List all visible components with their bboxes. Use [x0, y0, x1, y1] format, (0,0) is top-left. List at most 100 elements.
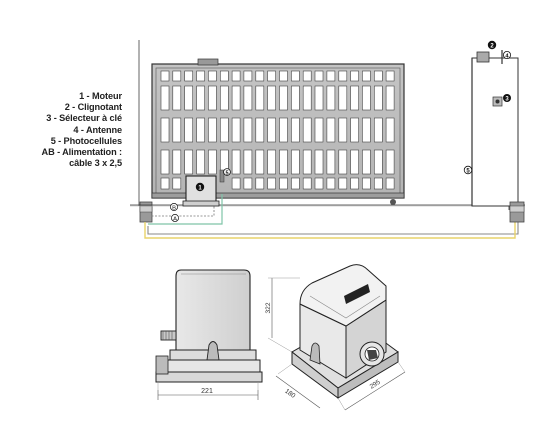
- gate-slot: [326, 177, 336, 190]
- legend-item-cable: câble 3 x 2,5: [69, 158, 122, 169]
- gate-slot: [385, 177, 395, 190]
- gate-slot: [373, 177, 383, 190]
- gate-slot: [326, 117, 336, 143]
- gate-slot: [184, 149, 193, 175]
- flasher-lamp: 2: [476, 40, 497, 63]
- legend-item-flasher: 2 - Clignotant: [64, 102, 122, 113]
- gate-slot: [373, 70, 383, 82]
- gate-slot: [196, 85, 205, 111]
- gate-slot: [362, 85, 371, 111]
- gate-slot: [373, 117, 383, 143]
- gate-guide-top: [197, 58, 219, 66]
- gate-slot: [314, 177, 324, 190]
- gate-slot: [267, 149, 276, 175]
- gate-slot: [220, 117, 229, 143]
- gate-slot: [385, 149, 395, 175]
- gate-slot: [243, 177, 253, 190]
- svg-text:B: B: [172, 205, 176, 211]
- gate-slot: [291, 149, 300, 175]
- gate-slot: [350, 85, 359, 111]
- gate-slot: [291, 177, 300, 190]
- svg-text:2: 2: [490, 43, 494, 49]
- gate-slot: [291, 70, 300, 82]
- motor-iso-view: 322 180 295: [265, 264, 406, 411]
- gate-slot: [220, 85, 229, 111]
- gate-slot: [231, 70, 241, 82]
- gate-slot: [362, 117, 371, 143]
- photocell-pillar: 5: [463, 165, 473, 174]
- gate-slot: [196, 117, 205, 143]
- cable-labels: B A: [170, 203, 179, 222]
- gate-slot: [184, 85, 193, 111]
- sliding-gate: [151, 58, 405, 205]
- gate-slot: [243, 85, 253, 111]
- svg-text:A: A: [173, 216, 177, 222]
- svg-text:1: 1: [198, 186, 202, 192]
- gate-slot: [231, 85, 241, 111]
- antenna: 4: [501, 50, 511, 64]
- gate-slot: [362, 70, 371, 82]
- dimension-height: 322: [265, 302, 272, 313]
- gate-slot: [208, 70, 217, 82]
- callout-motor: [195, 182, 205, 192]
- gate-slot: [314, 149, 324, 175]
- gate-slot: [279, 177, 288, 190]
- svg-text:5: 5: [466, 168, 470, 174]
- legend-item-photocells: 5 - Photocellules: [50, 135, 122, 146]
- gate-slot: [314, 85, 324, 111]
- gate-slot: [196, 149, 205, 175]
- gate-slot: [326, 70, 336, 82]
- gate-slot: [291, 85, 300, 111]
- gate-slot: [326, 149, 336, 175]
- gate-slot: [160, 85, 170, 111]
- photocell-gate: 5: [219, 168, 231, 183]
- gate-slot: [385, 85, 395, 111]
- gate-slot: [338, 85, 348, 111]
- gate-slot: [267, 117, 276, 143]
- gate-slot: [338, 177, 348, 190]
- gate-slot: [267, 177, 276, 190]
- gate-slot: [208, 85, 217, 111]
- motor-unit: 1: [182, 175, 220, 207]
- gate-slot: [350, 149, 359, 175]
- gate-slot: [279, 149, 288, 175]
- gate-slot: [184, 70, 193, 82]
- gate-slot: [350, 70, 359, 82]
- gate-slot: [172, 149, 182, 175]
- gate-slot: [196, 70, 205, 82]
- gate-slot: [302, 70, 312, 82]
- legend-item-power-supply: AB - Alimentation :: [41, 147, 123, 158]
- motor-front-view: 221: [155, 269, 263, 400]
- gate-slot: [302, 117, 312, 143]
- gate-slot: [314, 117, 324, 143]
- gate-slot: [302, 149, 312, 175]
- gate-slot: [338, 117, 348, 143]
- gate-slot: [326, 85, 336, 111]
- gate-slot: [160, 149, 170, 175]
- gate-slot: [243, 117, 253, 143]
- gate-slot: [255, 177, 265, 190]
- gate-slot: [160, 177, 170, 190]
- gate-slot: [279, 85, 288, 111]
- gate-slot: [243, 149, 253, 175]
- right-pillar: [471, 57, 525, 223]
- gate-slot: [255, 85, 265, 111]
- gate-slot: [338, 70, 348, 82]
- gate-slot: [267, 70, 276, 82]
- gate-slot: [172, 70, 182, 82]
- svg-text:3: 3: [505, 96, 509, 102]
- left-pillar: [138, 40, 153, 223]
- gate-slot: [373, 85, 383, 111]
- gate-slot: [362, 149, 371, 175]
- gate-slot: [350, 177, 359, 190]
- gate-slot: [184, 117, 193, 143]
- gate-slot: [231, 117, 241, 143]
- gate-slot: [291, 117, 300, 143]
- gate-slot: [267, 85, 276, 111]
- gate-slot: [279, 117, 288, 143]
- gate-slots: [160, 70, 395, 190]
- legend-item-key-selector: 3 - Sélecteur à clé: [46, 113, 122, 124]
- svg-text:5: 5: [225, 170, 228, 176]
- gate-slot: [314, 70, 324, 82]
